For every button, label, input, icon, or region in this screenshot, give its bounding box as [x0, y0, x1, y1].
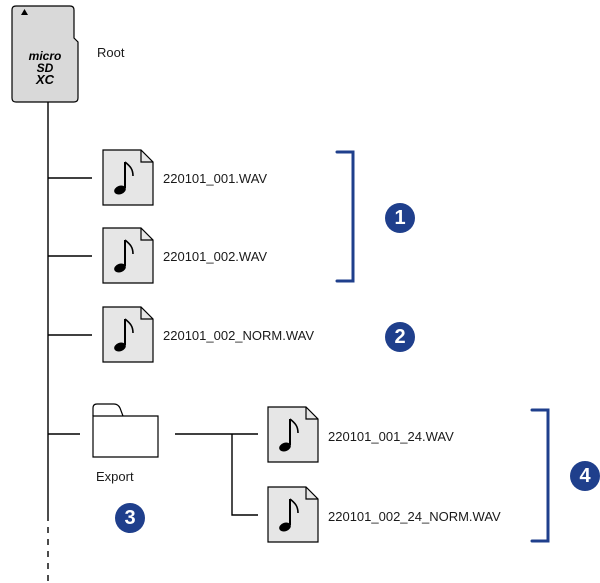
- folder-icon: [92, 403, 159, 458]
- subtree-vertical: [231, 434, 258, 516]
- card-text-micro: micro: [28, 49, 62, 63]
- file-label-220101-001: 220101_001.WAV: [163, 171, 268, 186]
- badge-2: 2: [385, 322, 415, 352]
- file-label-220101-001-24: 220101_001_24.WAV: [328, 429, 454, 444]
- brackets: [335, 150, 550, 543]
- file-label-220101-002-24-norm: 220101_002_24_NORM.WAV: [328, 509, 501, 524]
- bracket-group-4: [530, 408, 550, 543]
- file-label-220101-002: 220101_002.WAV: [163, 249, 268, 264]
- file-label-220101-002-norm: 220101_002_NORM.WAV: [163, 328, 315, 343]
- wav-file-icon: [267, 486, 319, 543]
- wav-file-icon: [102, 306, 154, 363]
- bracket-group-1: [335, 150, 355, 283]
- card-lettering: micro SD XC: [14, 50, 76, 86]
- card-text-xc: XC: [35, 72, 55, 87]
- card-text-sd: SD: [36, 61, 54, 75]
- badge-3: 3: [115, 503, 145, 533]
- folder-label-export: Export: [96, 469, 134, 484]
- badge-4: 4: [570, 461, 600, 491]
- root-label: Root: [97, 45, 125, 60]
- microsd-card-icon: [11, 5, 79, 103]
- wav-file-icon: [102, 149, 154, 206]
- badge-1: 1: [385, 203, 415, 233]
- wav-file-icon: [267, 406, 319, 463]
- wav-file-icon: [102, 227, 154, 284]
- tree-lines: [47, 102, 258, 583]
